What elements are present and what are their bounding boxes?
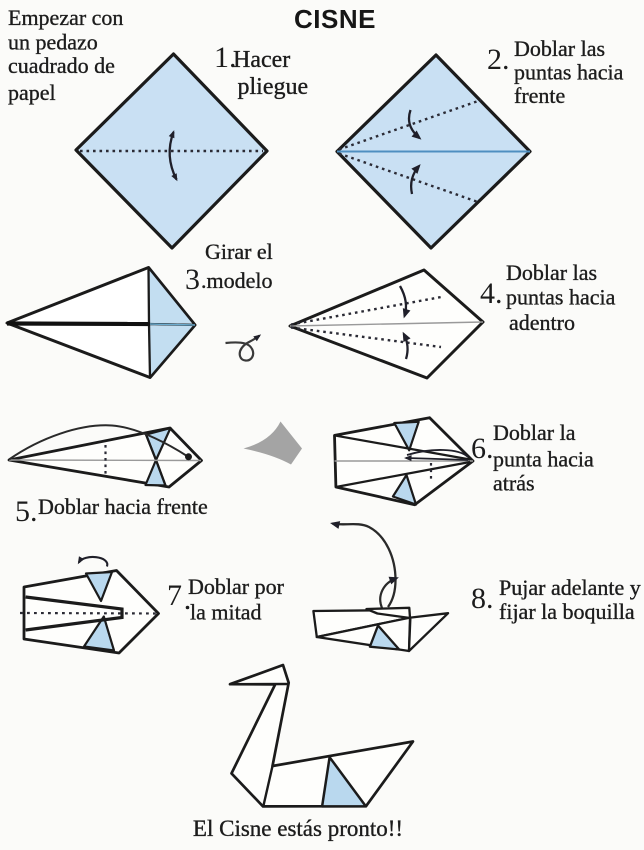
svg-text:5.: 5. <box>15 495 38 528</box>
svg-text:Doblar por: Doblar por <box>188 574 285 599</box>
svg-text:Doblar las: Doblar las <box>506 260 597 285</box>
svg-text:puntas hacia: puntas hacia <box>514 60 624 85</box>
svg-text:7: 7 <box>167 579 182 612</box>
svg-text:Girar el: Girar el <box>205 239 273 264</box>
svg-text:adentro: adentro <box>509 310 575 335</box>
svg-text:papel: papel <box>8 80 56 105</box>
svg-text:un pedazo: un pedazo <box>8 30 98 55</box>
svg-text:CISNE: CISNE <box>294 4 376 34</box>
svg-text:punta hacia: punta hacia <box>493 447 594 472</box>
svg-text:Hacer: Hacer <box>233 47 290 73</box>
svg-text:Doblar las: Doblar las <box>514 36 605 61</box>
svg-text:la mitad: la mitad <box>190 600 261 625</box>
svg-text:1.: 1. <box>214 41 237 74</box>
svg-text:El Cisne estás pronto!!: El Cisne estás pronto!! <box>193 816 403 841</box>
svg-text:Doblar hacia frente: Doblar hacia frente <box>38 494 208 519</box>
svg-text:.modelo: .modelo <box>201 268 273 293</box>
svg-text:frente: frente <box>514 83 565 108</box>
svg-text:atrás: atrás <box>493 471 535 496</box>
svg-text:Empezar con: Empezar con <box>8 5 123 30</box>
svg-text:4.: 4. <box>480 277 503 310</box>
svg-text:6.: 6. <box>471 432 494 465</box>
svg-text:2.: 2. <box>487 43 510 76</box>
svg-text:cuadrado de: cuadrado de <box>8 53 115 78</box>
svg-text:puntas hacia: puntas hacia <box>506 285 616 310</box>
svg-text:Pujar adelante y: Pujar adelante y <box>499 575 641 600</box>
svg-text:Doblar la: Doblar la <box>493 420 576 445</box>
svg-text:fijar la boquilla: fijar la boquilla <box>499 599 635 624</box>
svg-text:3: 3 <box>185 263 200 296</box>
svg-text:8.: 8. <box>471 582 494 615</box>
svg-text:pliegue: pliegue <box>238 74 309 100</box>
